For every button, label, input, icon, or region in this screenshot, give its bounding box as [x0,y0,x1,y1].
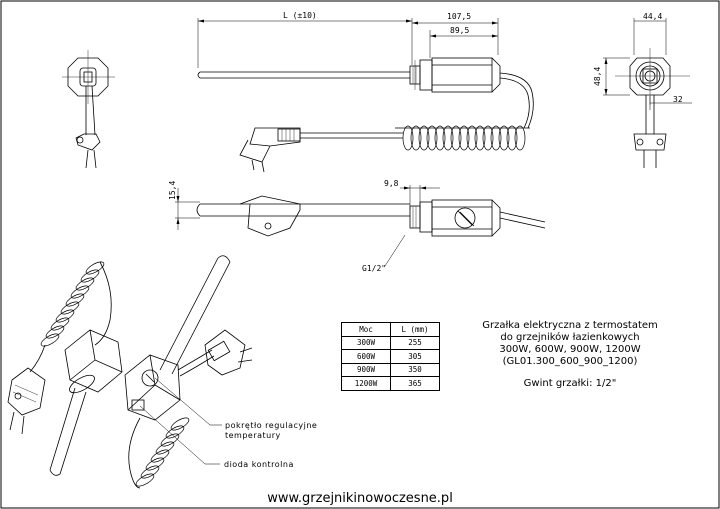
dim-thread-len: 9,8 [384,179,399,188]
dim-length: L (±10) [283,11,317,20]
info-line: Grzałka elektryczna z termostatem [482,320,658,331]
table-header: Moc [341,322,391,337]
table-header: L (mm) [390,322,440,337]
table-cell: 900W [341,362,391,377]
dim-height-side: 48,4 [593,67,602,86]
dim-width-top: 44,4 [643,12,662,21]
dim-offset-side: 32 [673,95,683,104]
dim-diameter: 15,4 [168,181,177,200]
table-cell: 350 [390,362,440,377]
thermostat-knob-icon [454,207,476,229]
label-diode: dioda kontrolna [224,460,294,469]
side-view-middle [175,185,546,267]
end-view-right [603,18,692,168]
dim-body-total: 107,5 [447,12,471,21]
isometric-view [7,255,253,489]
table-cell: 365 [390,376,440,391]
label-knob: pokrętło regulacyjne [225,421,317,430]
info-line: do grzejników łazienkowych [500,332,640,343]
table-row: 600W 305 [341,349,440,364]
info-line: (GL01.300_600_900_1200) [502,356,638,367]
dim-thread: G1/2" [362,264,386,273]
table-cell: 600W [341,349,391,364]
table-row: 900W 350 [341,362,440,377]
table-row: 1200W 365 [341,376,440,391]
label-knob-line2: temperatury [225,431,281,440]
table-cell: 1200W [341,376,391,391]
info-line: 300W, 600W, 900W, 1200W [499,344,641,355]
info-thread-line: Gwint grzałki: 1/2" [523,378,617,389]
product-description: Grzałka elektryczna z termostatem do grz… [470,320,670,390]
website-url[interactable]: www.grzejnikinowoczesne.pl [267,491,453,506]
dim-body-hex: 89,5 [450,26,469,35]
power-length-table: Moc L (mm) 300W 255 600W 305 900W 350 12… [341,322,440,391]
table-row: 300W 255 [341,335,440,350]
table-cell: 255 [390,335,440,350]
end-view-left [62,50,115,169]
side-view-top [197,18,534,173]
table-header-row: Moc L (mm) [341,322,440,337]
table-cell: 300W [341,335,391,350]
table-cell: 305 [390,349,440,364]
